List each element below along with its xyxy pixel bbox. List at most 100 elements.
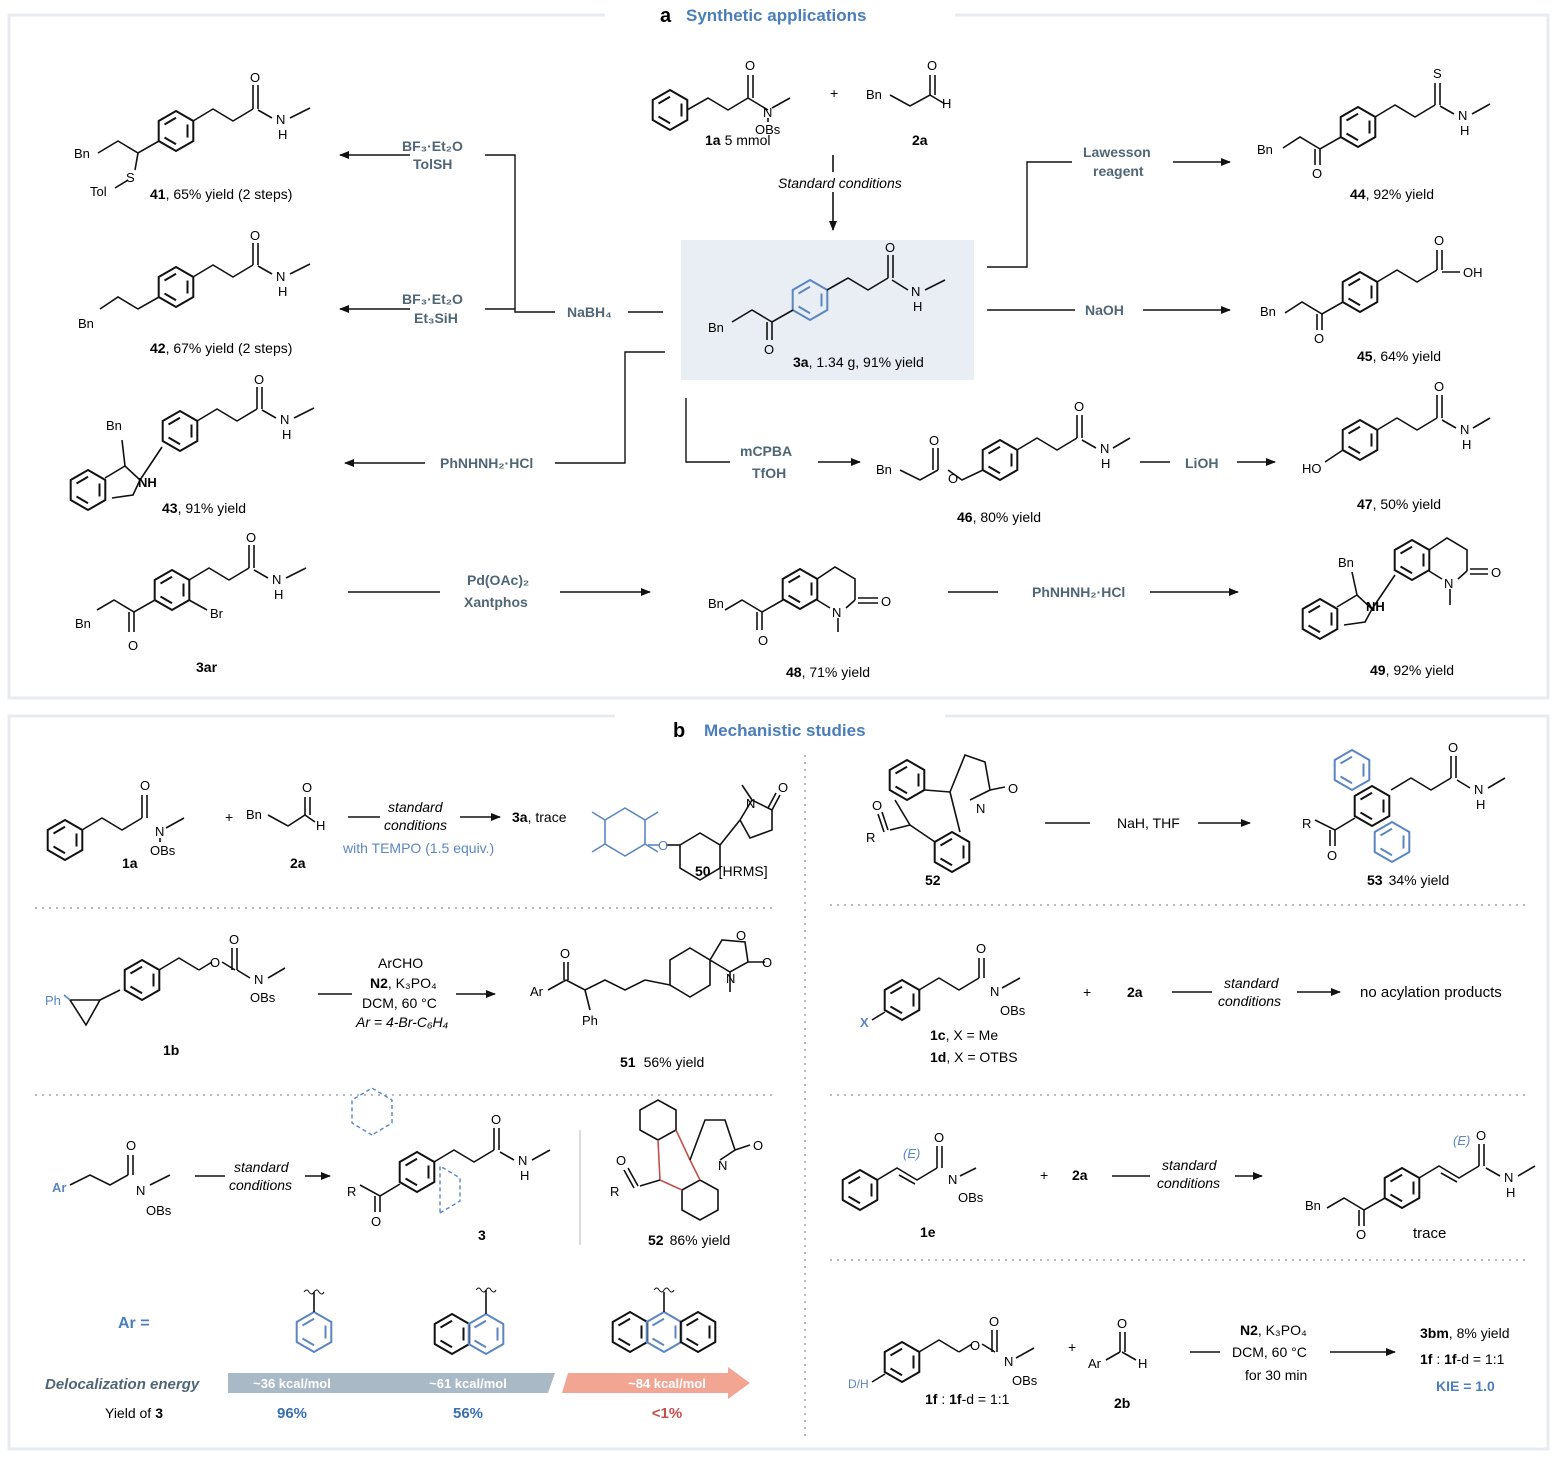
structure-42 bbox=[99, 243, 311, 310]
result-ratio: 1f : 1f-d = 1:1 bbox=[1420, 1351, 1505, 1367]
atom-ho: HO bbox=[1302, 461, 1322, 476]
atom-o: O bbox=[254, 372, 264, 387]
atom-o: O bbox=[128, 638, 138, 653]
atom-h: H bbox=[1138, 1356, 1147, 1371]
atom-obs: OBs bbox=[150, 843, 176, 858]
cond-standard: standard bbox=[1162, 1157, 1218, 1173]
reagent-phnhnh2: PhNHNH₂·HCl bbox=[440, 455, 533, 471]
atom-bn: Bn bbox=[866, 87, 882, 102]
reagent-lawesson-1: Lawesson bbox=[1083, 144, 1151, 160]
atom-bn: Bn bbox=[1260, 304, 1276, 319]
cond-archo: ArCHO bbox=[378, 955, 423, 971]
atom-o: O bbox=[210, 955, 220, 970]
label-44: 44, 92% yield bbox=[1350, 186, 1434, 202]
atom-o: O bbox=[1327, 848, 1337, 863]
atom-bn: Bn bbox=[74, 146, 90, 161]
structure-47 bbox=[1324, 395, 1491, 463]
atom-obs: OBs bbox=[1000, 1003, 1026, 1018]
label-46: 46, 80% yield bbox=[957, 509, 1041, 525]
atom-obs: OBs bbox=[146, 1203, 172, 1218]
atom-n: N bbox=[254, 972, 263, 987]
structure-3ar bbox=[96, 545, 307, 632]
atom-r: R bbox=[347, 1184, 356, 1199]
atom-bn: Bn bbox=[1257, 142, 1273, 157]
structure-1a-b bbox=[46, 795, 185, 861]
deloc-energy-0: ~36 kcal/mol bbox=[253, 1376, 331, 1391]
aryl-anthracenyl bbox=[611, 1287, 717, 1353]
e-label: (E) bbox=[1453, 1133, 1470, 1148]
atom-o: O bbox=[1074, 399, 1084, 414]
atom-o: O bbox=[1314, 331, 1324, 346]
atom-n: N bbox=[136, 1183, 145, 1198]
structure-52 bbox=[877, 753, 1006, 873]
atom-o: O bbox=[1117, 1316, 1127, 1331]
atom-bn: Bn bbox=[1305, 1198, 1321, 1213]
label-2a-alkene: 2a bbox=[1072, 1167, 1088, 1183]
atom-h: H bbox=[316, 818, 325, 833]
atom-o: O bbox=[126, 1138, 136, 1153]
cond-conditions: conditions bbox=[1157, 1175, 1220, 1191]
aryl-phenyl bbox=[295, 1289, 333, 1353]
plus-sign: + bbox=[1040, 1167, 1048, 1183]
atom-h: H bbox=[1476, 797, 1485, 812]
structure-1f bbox=[871, 1330, 1035, 1383]
atom-o: O bbox=[778, 780, 788, 795]
atom-ph: Ph bbox=[45, 993, 61, 1008]
label-52: 52 bbox=[925, 872, 941, 888]
reagent-phnhnh2-2: PhNHNH₂·HCl bbox=[1032, 584, 1125, 600]
label-1c: 1c, X = Me bbox=[930, 1027, 998, 1043]
structure-1b bbox=[63, 948, 286, 1027]
structure-ar-substrate bbox=[69, 1155, 171, 1186]
atom-o: O bbox=[616, 1153, 626, 1168]
structure-44 bbox=[1282, 83, 1491, 165]
structure-49 bbox=[1301, 537, 1488, 640]
atom-s: S bbox=[126, 170, 135, 185]
atom-o: O bbox=[250, 70, 260, 85]
atom-n: N bbox=[1100, 441, 1109, 456]
label-3a-trace: 3a, trace bbox=[512, 809, 567, 825]
label-48: 48, 71% yield bbox=[786, 664, 870, 680]
structure-2b bbox=[1105, 1332, 1137, 1361]
atom-tol: Tol bbox=[90, 184, 107, 199]
atom-s: S bbox=[1433, 66, 1442, 81]
atom-o: O bbox=[1312, 166, 1322, 181]
atom-bn: Bn bbox=[106, 418, 122, 433]
cond-nah-thf: NaH, THF bbox=[1117, 815, 1180, 831]
structure-45 bbox=[1284, 250, 1460, 330]
atom-n: N bbox=[948, 1172, 957, 1187]
structure-51 bbox=[547, 939, 765, 1011]
reagent-naoh: NaOH bbox=[1085, 302, 1124, 318]
panel-b-frame bbox=[7, 714, 1550, 1451]
reagent-bf3-2: BF₃·Et₂O bbox=[402, 291, 463, 307]
atom-o: O bbox=[745, 58, 755, 73]
atom-obs: OBs bbox=[958, 1190, 984, 1205]
atom-o: O bbox=[758, 633, 768, 648]
reagent-et3sih: Et₃SiH bbox=[414, 310, 458, 326]
atom-bn: Bn bbox=[708, 596, 724, 611]
atom-h: H bbox=[1460, 123, 1469, 138]
atom-n: N bbox=[518, 1153, 527, 1168]
atom-h: H bbox=[1506, 1185, 1515, 1200]
label-1e: 1e bbox=[920, 1224, 936, 1240]
structure-53 bbox=[1314, 749, 1506, 863]
atom-o: O bbox=[976, 941, 986, 956]
atom-dh: D/H bbox=[848, 1377, 869, 1391]
reagent-tfoh: TfOH bbox=[752, 465, 786, 481]
label-41: 41, 65% yield (2 steps) bbox=[150, 186, 292, 202]
label-2a-para: 2a bbox=[1127, 984, 1143, 1000]
reagent-xantphos: Xantphos bbox=[464, 594, 528, 610]
atom-h: H bbox=[1462, 437, 1471, 452]
atom-bn: Bn bbox=[876, 462, 892, 477]
atom-r: R bbox=[866, 830, 875, 845]
structure-52-small bbox=[623, 1099, 751, 1221]
atom-n: N bbox=[276, 269, 285, 284]
atom-n: N bbox=[726, 971, 735, 986]
panel-b-letter: b bbox=[673, 720, 685, 742]
label-1b: 1b bbox=[163, 1042, 179, 1058]
atom-o: O bbox=[246, 530, 256, 545]
atom-o: O bbox=[885, 240, 895, 255]
deloc-label: Delocalization energy bbox=[45, 1376, 200, 1393]
